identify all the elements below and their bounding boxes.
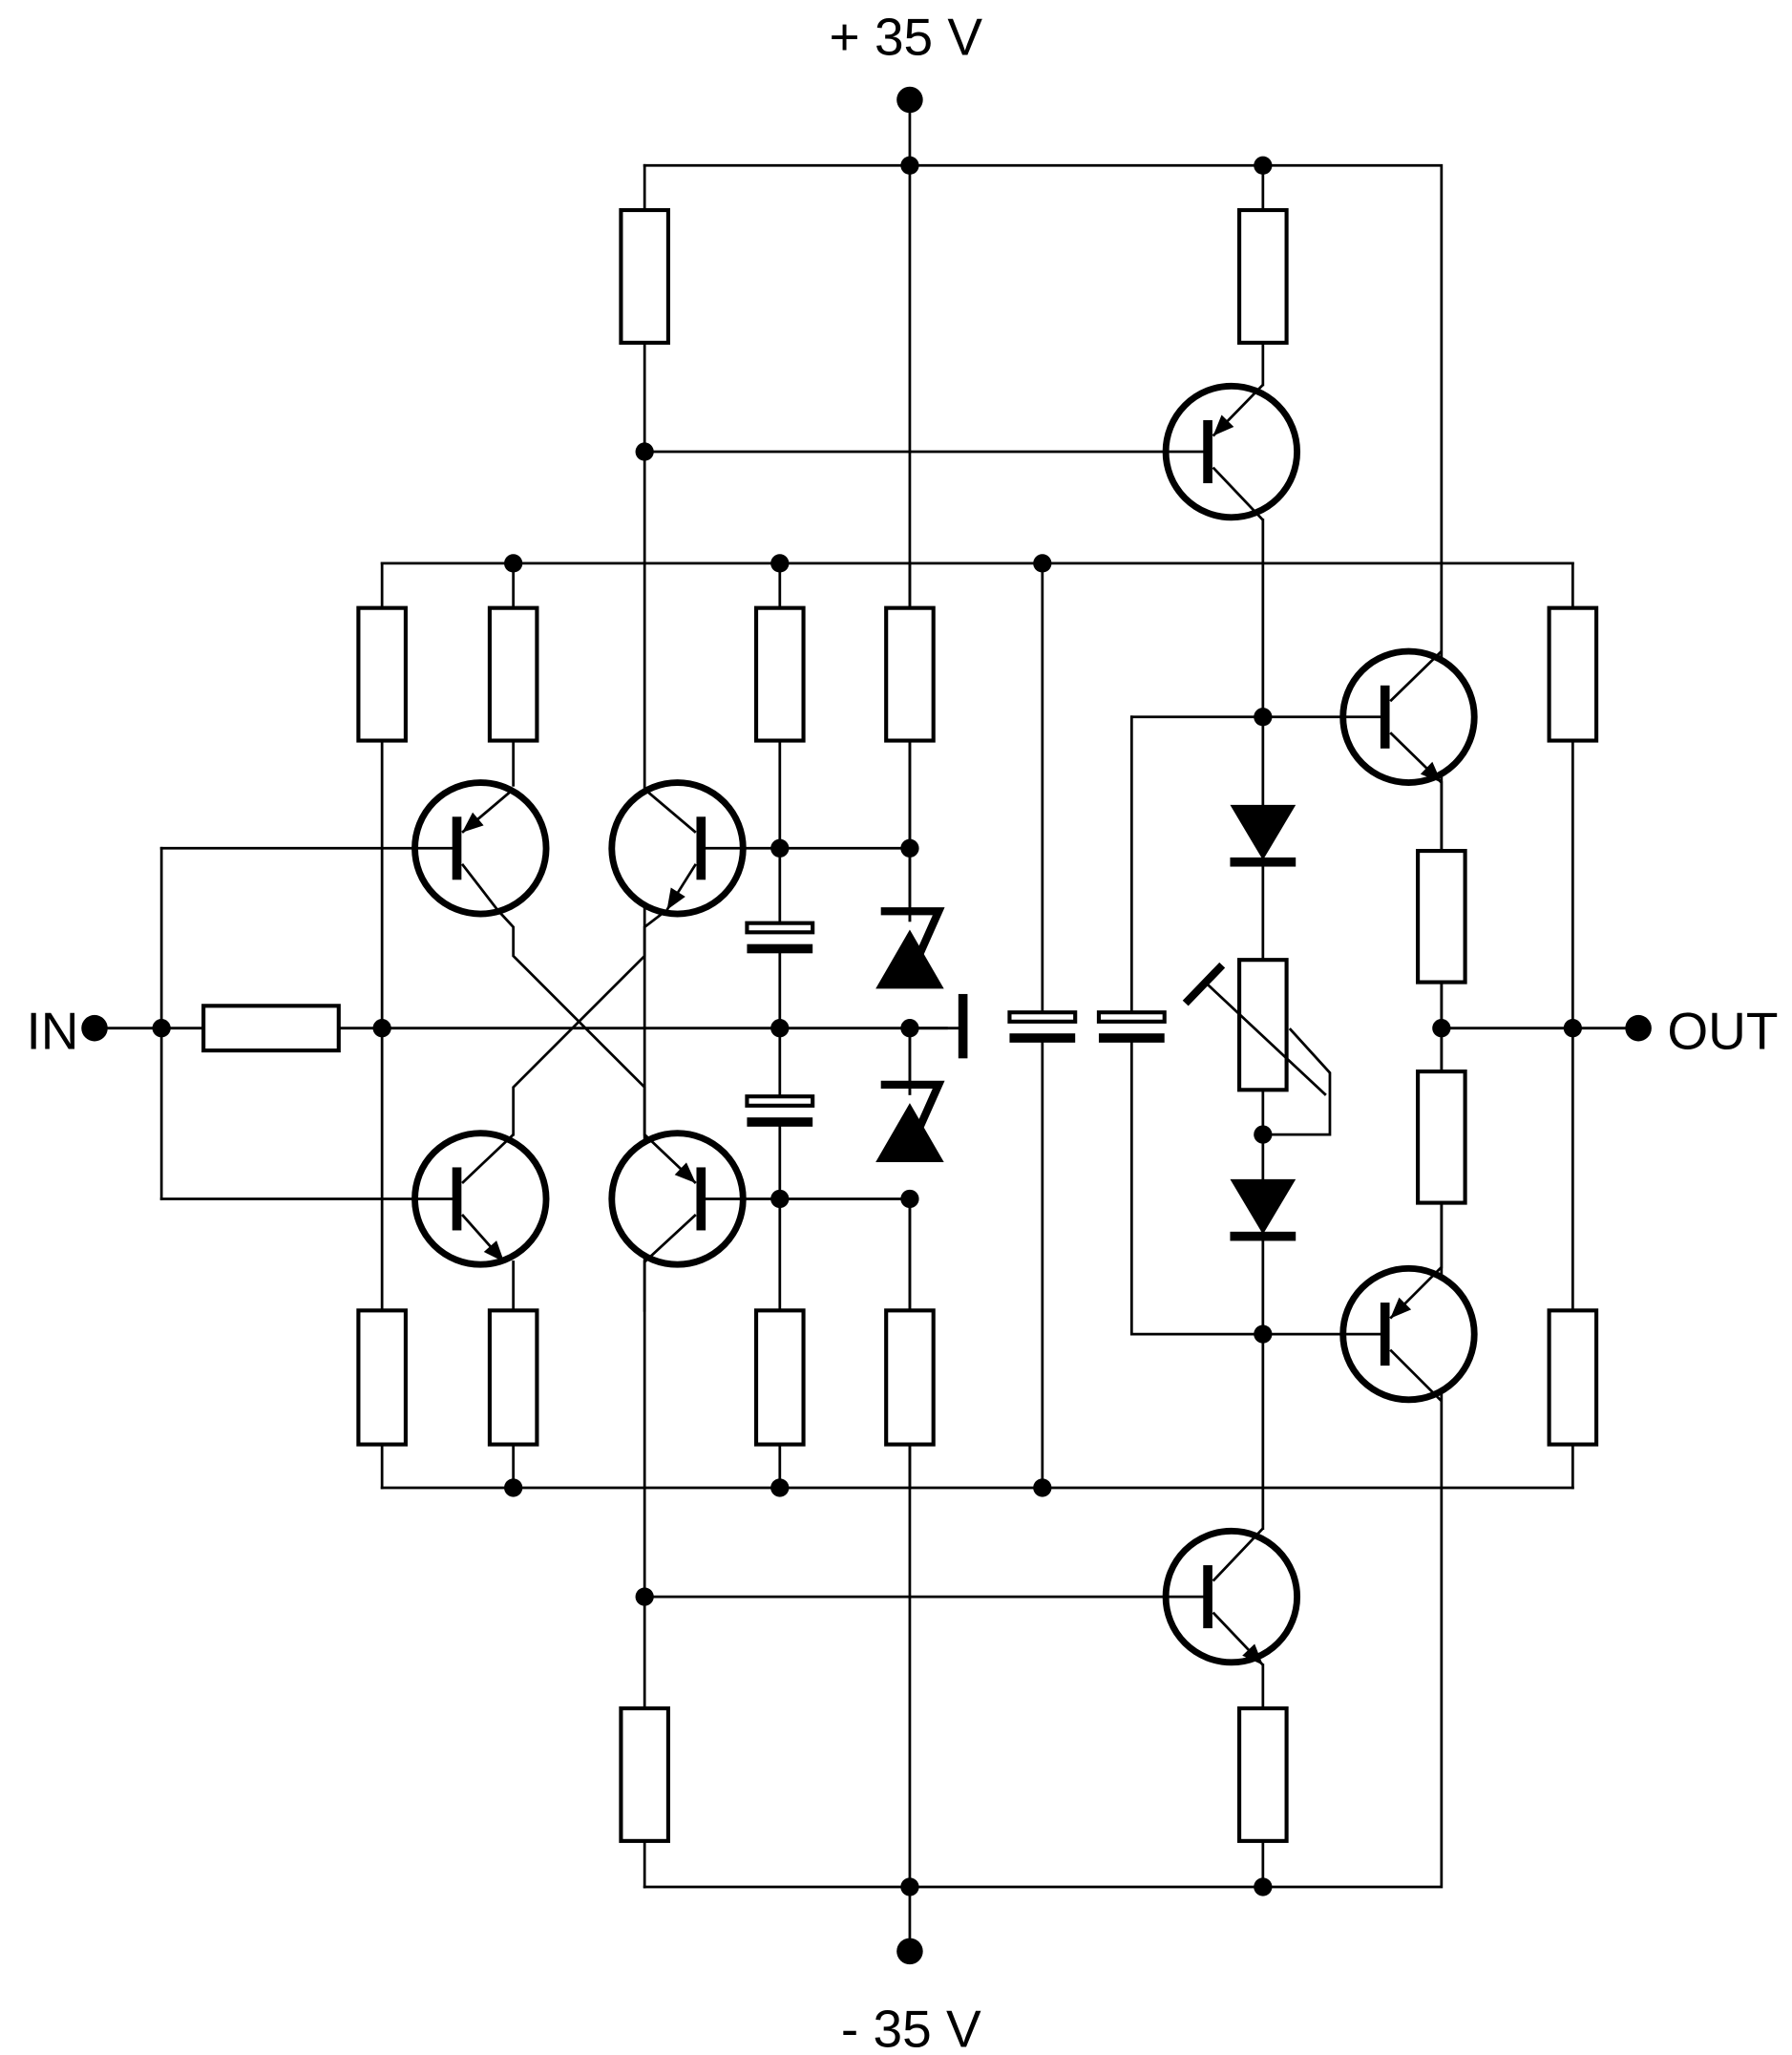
- junction-dot: [152, 1019, 171, 1038]
- resistor: [1237, 1705, 1289, 1843]
- junction-dot: [1254, 708, 1273, 727]
- transistor: [608, 1130, 747, 1268]
- diode: [1230, 1178, 1297, 1241]
- resistor: [487, 1308, 539, 1447]
- terminal-dot: [896, 1938, 923, 1965]
- junction-dot: [770, 1478, 790, 1497]
- transistor: [1162, 1527, 1301, 1666]
- junction-dot: [504, 554, 523, 573]
- resistor: [753, 605, 806, 743]
- capacitor: [745, 921, 815, 954]
- transistor: [1339, 1264, 1478, 1404]
- input-label: IN: [27, 1002, 79, 1061]
- junction-dot: [1254, 1877, 1273, 1896]
- resistor: [1416, 1070, 1467, 1205]
- junction-dot: [1254, 156, 1273, 175]
- junction-dot: [1563, 1019, 1582, 1038]
- junction-dot: [1033, 1478, 1052, 1497]
- components: [201, 207, 1599, 1843]
- junction-dot: [635, 442, 654, 461]
- resistor: [356, 1308, 408, 1447]
- junction-dot: [900, 156, 919, 175]
- terminal-dot: [1625, 1014, 1652, 1042]
- terminal-dot: [81, 1014, 108, 1042]
- potentiometer: [1182, 958, 1327, 1096]
- junction-dot: [770, 1189, 790, 1209]
- junction-dot: [635, 1587, 654, 1606]
- junction-dot: [504, 1478, 523, 1497]
- resistor: [753, 1308, 806, 1447]
- junction-dot: [900, 1019, 919, 1038]
- junction-dot: [770, 838, 790, 858]
- resistor: [619, 207, 670, 345]
- resistor: [1547, 605, 1599, 743]
- junction-dot: [1254, 1324, 1273, 1344]
- resistor: [1416, 848, 1467, 985]
- junction-dot: [900, 838, 919, 858]
- resistor: [487, 605, 539, 743]
- diode: [1230, 804, 1297, 867]
- transistor: [411, 1130, 550, 1268]
- capacitor: [1007, 1010, 1078, 1043]
- junction-dot: [1033, 554, 1052, 573]
- transistor: [608, 779, 747, 918]
- resistor: [884, 605, 936, 743]
- capacitor: [745, 1094, 815, 1127]
- junction-dot: [770, 554, 790, 573]
- transistor: [1339, 647, 1478, 786]
- junction-dots: [81, 86, 1652, 1965]
- resistor: [1237, 207, 1289, 345]
- supply-positive-label: + 35 V: [830, 8, 983, 67]
- supply-negative-label: - 35 V: [841, 2000, 981, 2055]
- junction-dot: [1432, 1019, 1451, 1038]
- junction-dot: [900, 1189, 919, 1209]
- resistor: [201, 1004, 341, 1053]
- terminal-dot: [896, 86, 923, 114]
- zener-diode: [875, 907, 945, 1028]
- junction-dot: [900, 1877, 919, 1896]
- junction-dot: [770, 1019, 790, 1038]
- resistor: [356, 605, 408, 743]
- junction-dot: [1254, 1125, 1273, 1144]
- resistor: [619, 1705, 670, 1843]
- junction-dot: [372, 1019, 391, 1038]
- resistor: [1547, 1308, 1599, 1447]
- transistor: [411, 779, 550, 918]
- resistor: [884, 1308, 936, 1447]
- capacitor: [1096, 1010, 1167, 1043]
- transistor: [1162, 382, 1301, 521]
- output-label: OUT: [1667, 1002, 1778, 1061]
- zener-diode: [875, 1080, 945, 1200]
